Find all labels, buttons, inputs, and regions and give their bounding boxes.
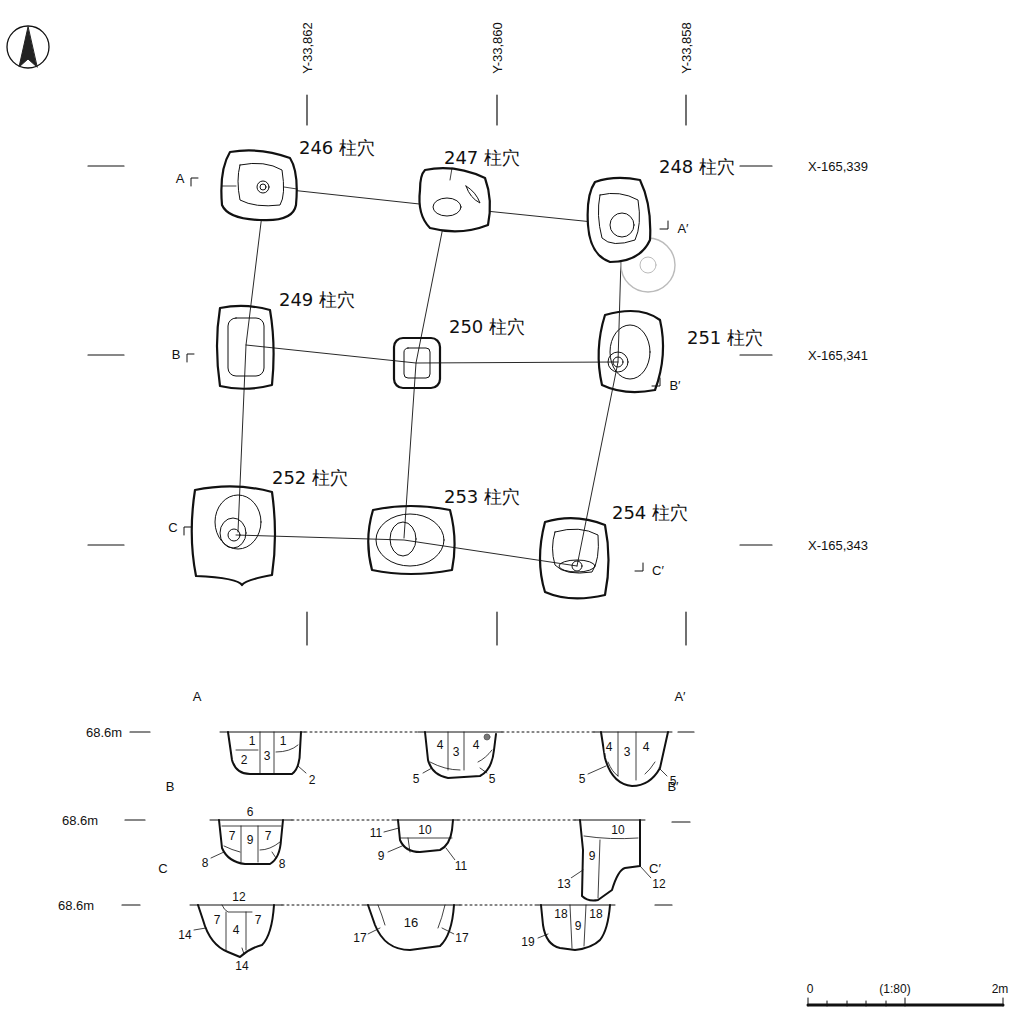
- layer-number: 7: [254, 914, 263, 926]
- section-marker: C: [168, 521, 177, 534]
- grid-coordinate: Y-33,862: [301, 22, 314, 74]
- layer-number: 17: [454, 932, 469, 944]
- layer-number: 9: [574, 920, 583, 932]
- grid-coordinate: X-165,341: [808, 349, 868, 362]
- layer-number: 3: [452, 746, 461, 758]
- layer-number: 3: [263, 750, 272, 762]
- grid-coordinate: Y-33,860: [491, 22, 504, 74]
- layer-number: 18: [588, 908, 603, 920]
- layer-number: 1: [279, 735, 288, 747]
- north-circle: [7, 26, 49, 68]
- layer-number: 12: [231, 891, 246, 903]
- section-profile: [125, 820, 690, 901]
- layer-number: 4: [436, 739, 445, 751]
- layer-number: 5: [578, 773, 587, 785]
- post-hole: [588, 178, 675, 292]
- section-marker-hook: [184, 178, 668, 571]
- post-hole: [599, 311, 663, 392]
- post-hole: [192, 486, 275, 585]
- layer-number: 4: [232, 924, 241, 936]
- layer-number: 19: [520, 936, 535, 948]
- section-marker: A: [193, 690, 202, 703]
- layer-number: 1: [248, 735, 257, 747]
- scale-bar: [808, 998, 1003, 1006]
- grid-coordinate: X-165,343: [808, 539, 868, 552]
- scale-label: 2m: [992, 983, 1009, 995]
- section-profile: [130, 732, 694, 786]
- layer-number: 4: [472, 739, 481, 751]
- posthole-label: 250 柱穴: [449, 318, 525, 336]
- post-hole: [368, 506, 454, 574]
- layer-number: 9: [377, 850, 386, 862]
- layer-number: 7: [213, 914, 222, 926]
- layer-number: 3: [623, 746, 632, 758]
- grid-coordinate: Y-33,858: [680, 22, 693, 74]
- posthole-label: 253 柱穴: [444, 488, 520, 506]
- post-hole: [540, 518, 609, 598]
- layer-number: 11: [454, 860, 468, 872]
- layer-number: 14: [234, 960, 249, 972]
- layer-number: 13: [556, 878, 571, 890]
- post-hole: [419, 168, 489, 231]
- posthole-label: 247 柱穴: [444, 149, 520, 167]
- building-axis: [236, 187, 622, 566]
- elevation-label: 68.6m: [62, 814, 98, 827]
- section-marker: B: [172, 348, 181, 361]
- posthole-label: 249 柱穴: [279, 291, 355, 309]
- layer-number: 10: [417, 824, 432, 836]
- layer-number: 7: [264, 830, 273, 842]
- posthole-label: 246 柱穴: [299, 139, 375, 157]
- posthole-label: 252 柱穴: [272, 469, 348, 487]
- section-marker: A′: [677, 222, 688, 235]
- post-hole: [394, 338, 440, 388]
- layer-number: 8: [201, 857, 210, 869]
- layer-number: 5: [412, 773, 421, 785]
- layer-number: 10: [610, 824, 625, 836]
- layer-number: 18: [553, 908, 568, 920]
- section-marker: C: [158, 862, 167, 875]
- section-marker: A′: [674, 690, 685, 703]
- elevation-label: 68.6m: [86, 726, 122, 739]
- grid-ticks: [88, 95, 772, 645]
- section-marker: B′: [669, 379, 680, 392]
- section-marker: B′: [667, 780, 678, 793]
- layer-number: 7: [228, 830, 237, 842]
- layer-number: 9: [588, 850, 597, 862]
- layer-number: 4: [642, 741, 651, 753]
- layer-number: 16: [403, 916, 419, 929]
- posthole-label: 254 柱穴: [612, 504, 688, 522]
- layer-number: 11: [369, 827, 383, 839]
- posthole-label: 251 柱穴: [687, 329, 763, 347]
- layer-number: 2: [308, 774, 317, 786]
- section-profile: [122, 905, 672, 957]
- layer-number: 17: [352, 932, 367, 944]
- layer-number: 8: [278, 858, 287, 870]
- post-hole: [221, 150, 297, 220]
- section-marker: C′: [649, 862, 661, 875]
- scale-label: 0: [807, 983, 814, 995]
- section-marker: A: [176, 172, 185, 185]
- layer-number: 4: [605, 741, 614, 753]
- section-marker: B: [166, 780, 175, 793]
- grid-coordinate: X-165,339: [808, 160, 868, 173]
- layer-number: 14: [177, 929, 192, 941]
- layer-number: 12: [651, 878, 666, 890]
- layer-number: 6: [246, 806, 255, 818]
- layer-number: 2: [240, 754, 249, 766]
- layer-number: 5: [488, 773, 497, 785]
- north-arrow: [19, 27, 37, 67]
- posthole-label: 248 柱穴: [659, 158, 735, 176]
- elevation-label: 68.6m: [58, 899, 94, 912]
- layer-number: 9: [246, 834, 255, 846]
- section-marker: C′: [652, 564, 664, 577]
- post-hole: [217, 306, 274, 389]
- scale-label: (1:80): [879, 983, 910, 995]
